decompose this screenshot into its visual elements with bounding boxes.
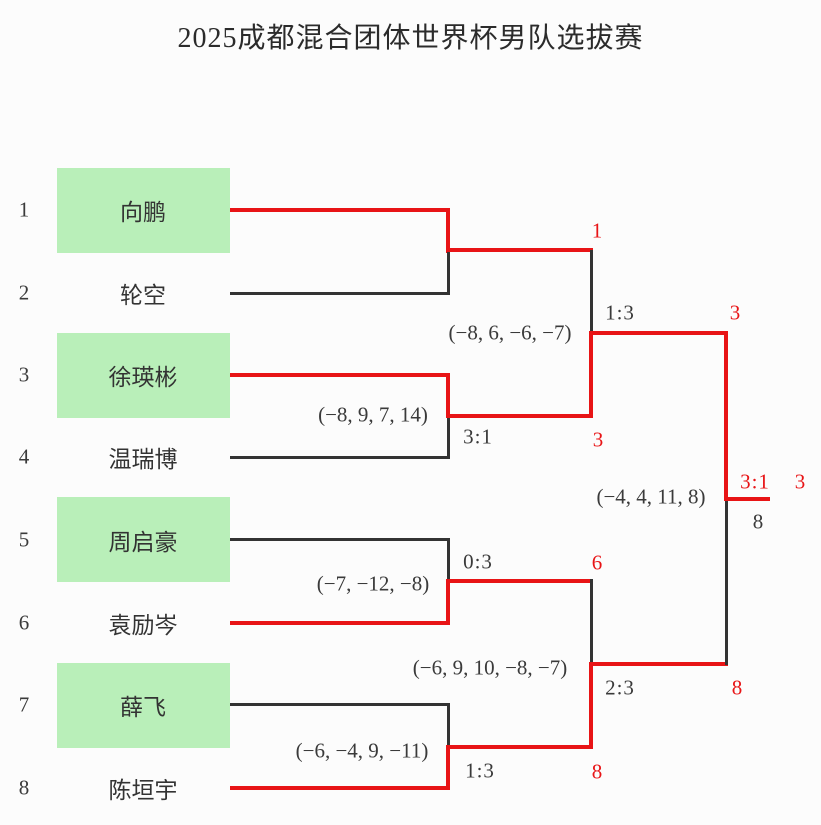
player-7-line	[230, 703, 450, 706]
player-5-line	[230, 538, 450, 541]
player-3-line	[230, 373, 450, 377]
semi2-winner-line	[589, 662, 728, 666]
match4-vertical-top	[447, 703, 450, 748]
semi2-vertical-bottom	[589, 662, 593, 749]
semi1-winner-seed: 3	[729, 300, 741, 325]
match4-winner-seed: 8	[591, 759, 603, 784]
seed-box-player-1	[57, 168, 230, 253]
player-name-1: 向鹏	[120, 200, 166, 225]
semi1-vertical-top	[590, 250, 593, 334]
final-vertical-bottom	[725, 499, 728, 665]
semi2-vertical-top	[590, 579, 593, 665]
player-6-line	[230, 621, 450, 625]
seed-number-4: 4	[18, 444, 30, 469]
match2-score: 3:1	[463, 424, 493, 449]
match1-vertical-top	[446, 208, 450, 253]
semi1-winner-line	[589, 331, 728, 335]
seed-number-2: 2	[18, 280, 30, 305]
match1-vertical-bottom	[447, 250, 450, 295]
seed-box-player-7	[57, 663, 230, 748]
semi1-game-scores: (−8, 6, −6, −7)	[448, 320, 572, 345]
match2-winner-seed: 3	[592, 427, 604, 452]
player-name-8: 陈垣宇	[108, 778, 178, 803]
match3-vertical-top	[447, 538, 450, 583]
seed-number-6: 6	[18, 610, 30, 635]
seed-number-3: 3	[18, 362, 30, 387]
player-8-line	[230, 786, 450, 790]
page-title: 2025成都混合团体世界杯男队选拔赛	[177, 23, 644, 54]
match4-vertical-bottom	[446, 745, 450, 790]
player-name-6: 袁励岑	[108, 613, 178, 638]
runner-up-seed: 8	[752, 509, 764, 534]
match4-score: 1:3	[465, 758, 495, 783]
match3-vertical-bottom	[446, 579, 450, 625]
final-score: 3:1	[740, 469, 770, 494]
champion-seed: 3	[794, 469, 806, 494]
champion-line	[724, 497, 770, 501]
player-4-line	[230, 456, 450, 459]
player-name-2: 轮空	[120, 283, 166, 308]
match1-winner-seed: 1	[591, 218, 603, 243]
match2-game-scores: (−8, 9, 7, 14)	[318, 402, 428, 427]
player-name-7: 薛飞	[120, 695, 166, 720]
final-game-scores: (−4, 4, 11, 8)	[596, 484, 706, 509]
seed-number-8: 8	[18, 775, 30, 800]
match3-score: 0:3	[463, 549, 493, 574]
player-2-line	[230, 292, 450, 295]
match3-winner-line	[446, 579, 593, 583]
seed-number-5: 5	[18, 527, 30, 552]
seed-box-player-5	[57, 497, 230, 582]
seed-box-player-3	[57, 333, 230, 418]
semi1-score: 1:3	[605, 300, 635, 325]
match2-vertical-bottom	[447, 415, 450, 459]
semi2-winner-seed: 8	[731, 675, 743, 700]
match3-game-scores: (−7, −12, −8)	[316, 571, 430, 596]
semi2-game-scores: (−6, 9, 10, −8, −7)	[412, 655, 568, 680]
match1-winner-line	[446, 248, 593, 252]
player-1-line	[230, 208, 450, 212]
match4-game-scores: (−6, −4, 9, −11)	[295, 738, 429, 763]
player-name-5: 周启豪	[108, 530, 178, 555]
player-name-4: 温瑞博	[108, 447, 178, 472]
semi2-score: 2:3	[605, 675, 635, 700]
match3-winner-seed: 6	[591, 550, 603, 575]
final-vertical-top	[724, 331, 728, 501]
match4-winner-line	[446, 745, 593, 749]
player-name-3: 徐瑛彬	[108, 365, 178, 390]
match2-vertical-top	[446, 373, 450, 418]
seed-number-1: 1	[18, 197, 30, 222]
seed-number-7: 7	[18, 692, 30, 717]
match2-winner-line	[446, 414, 593, 418]
semi1-vertical-bottom	[589, 331, 593, 418]
